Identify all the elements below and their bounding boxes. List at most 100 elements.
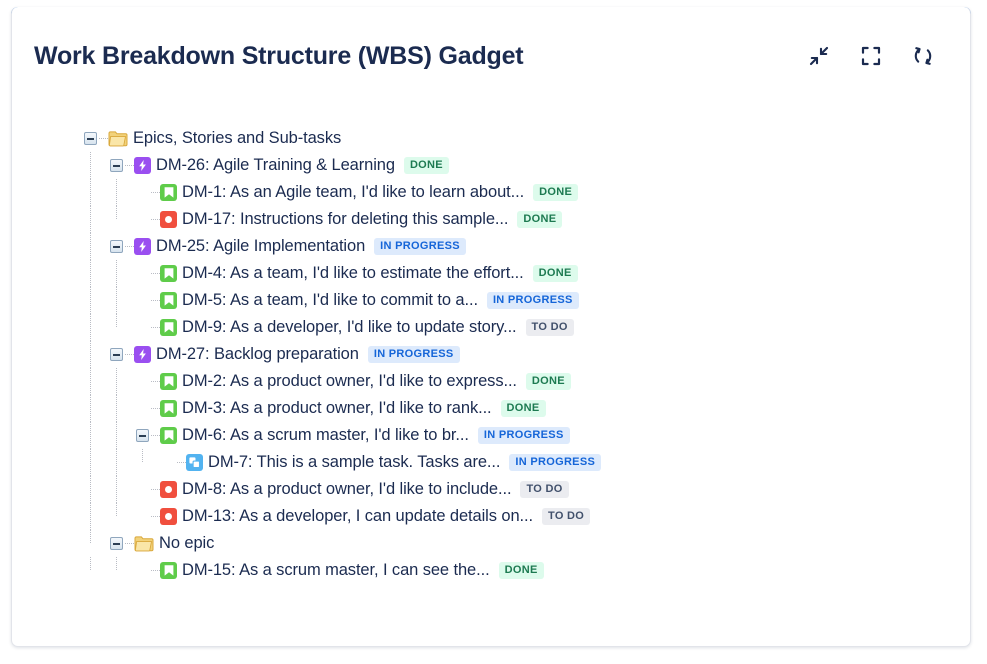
bug-icon — [160, 508, 177, 525]
tree-row[interactable]: DM-15: As a scrum master, I can see the.… — [84, 557, 970, 584]
tree-row-label: DM-4: As a team, I'd like to estimate th… — [182, 264, 524, 282]
collapse-icon[interactable] — [806, 43, 832, 69]
tree-connector — [99, 137, 108, 140]
tree-guide-line — [116, 422, 118, 449]
tree-guide-line — [90, 314, 92, 341]
gadget-header: Work Breakdown Structure (WBS) Gadget — [12, 14, 970, 98]
tree-guide-line — [116, 287, 118, 314]
tree-row[interactable]: DM-7: This is a sample task. Tasks are..… — [84, 449, 970, 476]
tree-indent — [84, 260, 136, 287]
status-badge: DONE — [532, 265, 578, 282]
tree-guide-line — [116, 368, 118, 395]
tree-connector — [151, 434, 160, 437]
tree-row[interactable]: DM-1: As an Agile team, I'd like to lear… — [84, 179, 970, 206]
subtask-icon — [186, 454, 203, 471]
tree-row-label: DM-5: As a team, I'd like to commit to a… — [182, 291, 478, 309]
tree-row-label: DM-9: As a developer, I'd like to update… — [182, 318, 517, 336]
tree-guide-line — [116, 314, 118, 327]
epic-icon — [134, 238, 151, 255]
status-badge: IN PROGRESS — [367, 346, 460, 363]
tree-indent — [84, 314, 136, 341]
tree-row-label: DM-25: Agile Implementation — [156, 237, 366, 255]
tree-toggle-spacer — [136, 402, 151, 415]
tree-connector — [151, 191, 160, 194]
tree-toggle-collapse[interactable] — [84, 132, 97, 145]
tree-guide-line — [90, 476, 92, 503]
tree-toggle-collapse[interactable] — [110, 159, 123, 172]
tree-row[interactable]: Epics, Stories and Sub-tasks — [84, 125, 970, 152]
tree-guide-line — [142, 449, 144, 462]
tree-toggle-spacer — [136, 510, 151, 523]
tree-toggle-collapse[interactable] — [136, 429, 149, 442]
story-icon — [160, 319, 177, 336]
folder-icon — [134, 535, 154, 552]
status-badge: IN PROGRESS — [477, 427, 570, 444]
tree-row[interactable]: DM-13: As a developer, I can update deta… — [84, 503, 970, 530]
tree-toggle-collapse[interactable] — [110, 348, 123, 361]
status-badge: IN PROGRESS — [486, 292, 579, 309]
epic-icon — [134, 346, 151, 363]
status-badge: DONE — [525, 373, 571, 390]
tree-toggle-spacer — [136, 186, 151, 199]
header-actions — [806, 43, 936, 69]
tree-guide-line — [90, 530, 92, 543]
tree-row[interactable]: DM-8: As a product owner, I'd like to in… — [84, 476, 970, 503]
tree-connector — [151, 272, 160, 275]
tree-row-label: DM-8: As a product owner, I'd like to in… — [182, 480, 512, 498]
tree-row-label: DM-15: As a scrum master, I can see the.… — [182, 561, 490, 579]
tree-row[interactable]: DM-25: Agile Implementation IN PROGRESS — [84, 233, 970, 260]
tree-connector — [125, 353, 134, 356]
tree-guide-line — [90, 260, 92, 287]
tree-row-label: No epic — [159, 534, 215, 552]
tree-row[interactable]: DM-3: As a product owner, I'd like to ra… — [84, 395, 970, 422]
tree-guide-line — [90, 287, 92, 314]
tree-guide-line — [116, 476, 118, 503]
tree-guide-line — [116, 557, 118, 570]
tree-indent — [84, 206, 136, 233]
tree-guide-line — [90, 395, 92, 422]
wbs-gadget-card: Work Breakdown Structure (WBS) Gadget — [11, 7, 971, 647]
tree-row-label: DM-13: As a developer, I can update deta… — [182, 507, 533, 525]
tree-toggle-collapse[interactable] — [110, 537, 123, 550]
tree-row[interactable]: DM-17: Instructions for deleting this sa… — [84, 206, 970, 233]
tree-row-label: DM-26: Agile Training & Learning — [156, 156, 395, 174]
tree-row-label: DM-17: Instructions for deleting this sa… — [182, 210, 509, 228]
tree-row-label: DM-3: As a product owner, I'd like to ra… — [182, 399, 492, 417]
tree-indent — [84, 152, 110, 179]
status-badge: IN PROGRESS — [374, 238, 466, 255]
tree-indent — [84, 368, 136, 395]
story-icon — [160, 427, 177, 444]
tree-indent — [84, 557, 136, 584]
tree-connector — [125, 164, 134, 167]
tree-row[interactable]: DM-9: As a developer, I'd like to update… — [84, 314, 970, 341]
tree-row[interactable]: No epic — [84, 530, 970, 557]
tree-row-label: DM-7: This is a sample task. Tasks are..… — [208, 453, 501, 471]
tree-row[interactable]: DM-2: As a product owner, I'd like to ex… — [84, 368, 970, 395]
tree-row-label: DM-2: As a product owner, I'd like to ex… — [182, 372, 517, 390]
tree-connector — [125, 245, 134, 248]
tree-connector — [151, 218, 160, 221]
tree-guide-line — [90, 368, 92, 395]
tree-toggle-spacer — [136, 294, 151, 307]
tree-row[interactable]: DM-5: As a team, I'd like to commit to a… — [84, 287, 970, 314]
tree-guide-line — [116, 206, 118, 219]
tree-guide-line — [90, 206, 92, 233]
fullscreen-icon[interactable] — [858, 43, 884, 69]
tree-indent — [84, 422, 136, 449]
tree-row[interactable]: DM-27: Backlog preparation IN PROGRESS — [84, 341, 970, 368]
tree-row[interactable]: DM-4: As a team, I'd like to estimate th… — [84, 260, 970, 287]
tree-guide-line — [116, 503, 118, 516]
tree-toggle-spacer — [136, 267, 151, 280]
tree-toggle-collapse[interactable] — [110, 240, 123, 253]
tree-guide-line — [90, 422, 92, 449]
tree-connector — [125, 542, 134, 545]
tree-connector — [151, 569, 160, 572]
tree-row-label: DM-27: Backlog preparation — [156, 345, 359, 363]
tree-indent — [84, 476, 136, 503]
tree-guide-line — [116, 179, 118, 206]
tree-row[interactable]: DM-6: As a scrum master, I'd like to br.… — [84, 422, 970, 449]
refresh-icon[interactable] — [910, 43, 936, 69]
